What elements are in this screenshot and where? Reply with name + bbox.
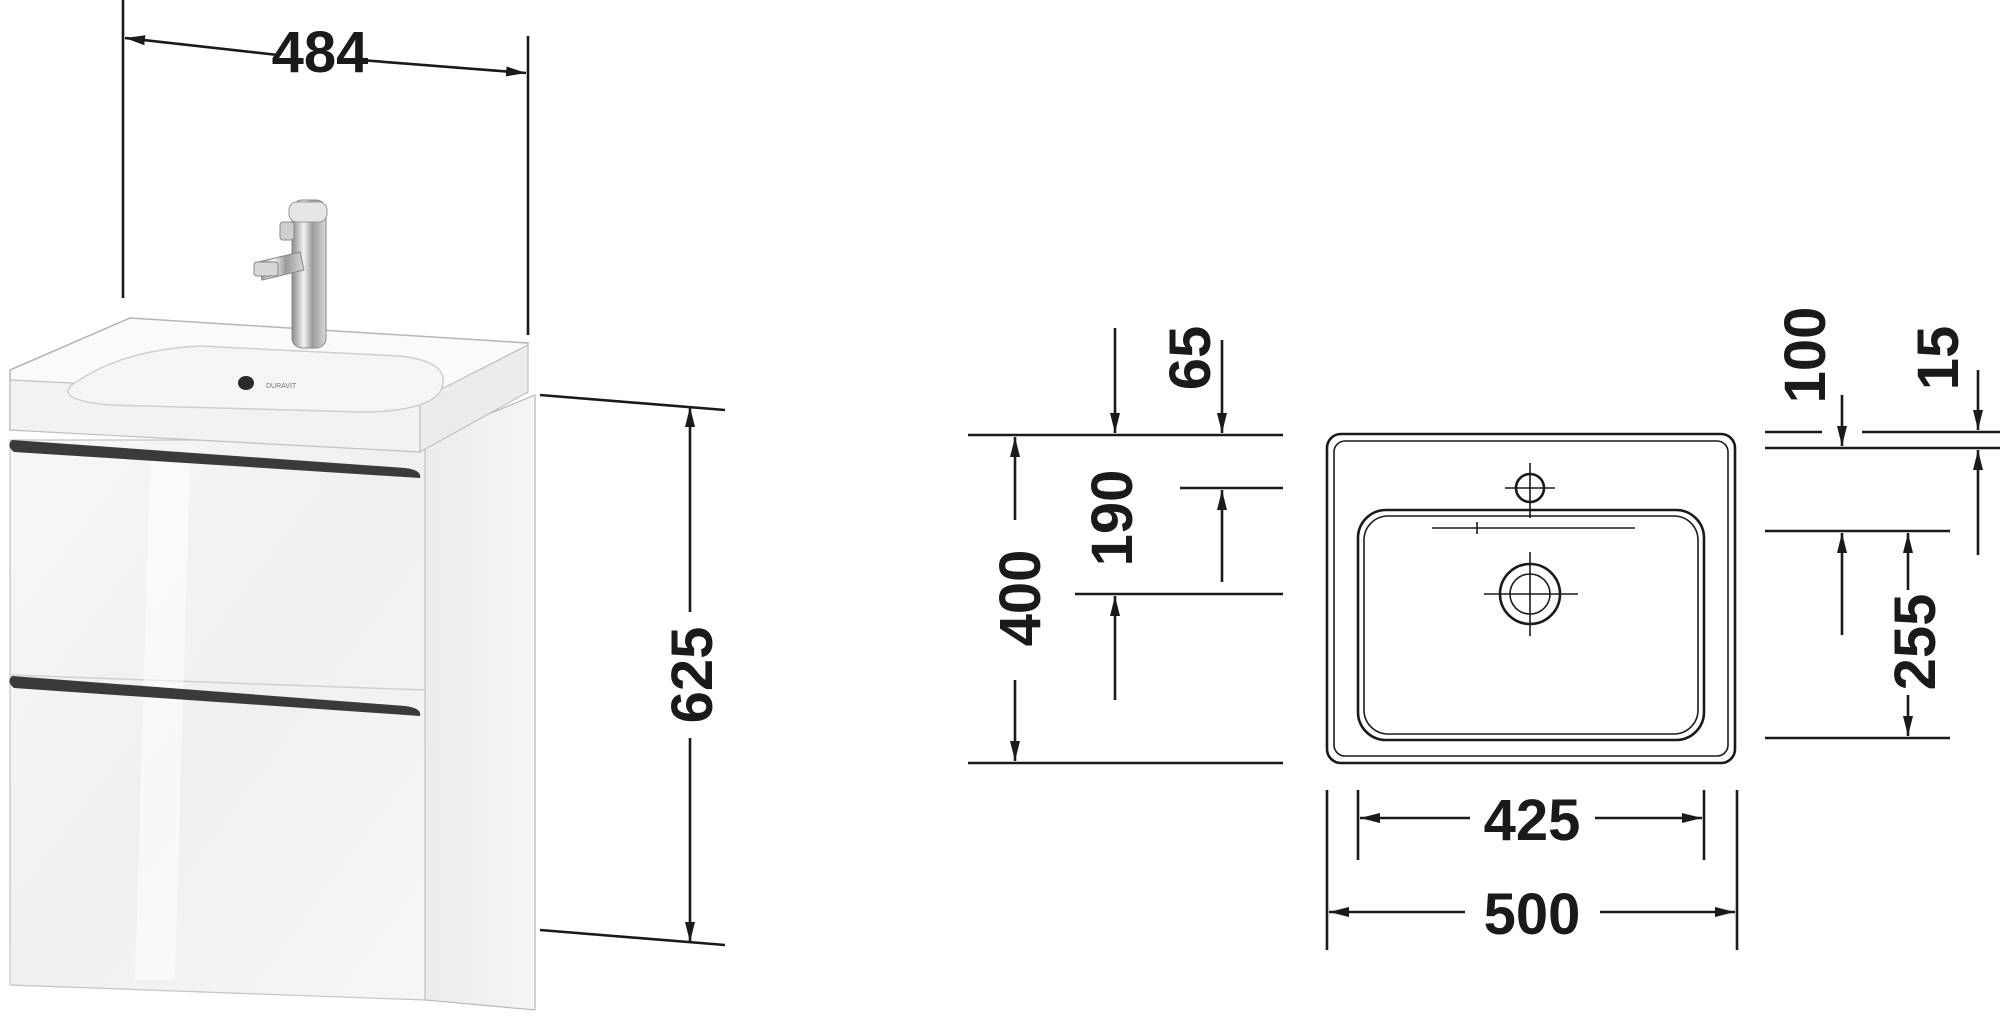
overflow-hole [238, 376, 254, 390]
extension-line-top [539, 393, 726, 412]
dimension-depth-400: 400 [988, 437, 1053, 761]
dimension-width-484: 484 [121, 0, 530, 335]
drawer-handle-top [9, 440, 421, 478]
basin-plan-view: 65 190 400 425 500 [968, 307, 2000, 950]
bowl-inner-outline [1363, 515, 1699, 735]
drain [1484, 552, 1578, 636]
gloss-highlight [135, 460, 190, 980]
dimension-height-625: 625 [539, 393, 726, 947]
bowl-outline [1356, 508, 1706, 742]
drawer-handle-bottom [9, 676, 421, 716]
cabinet-front [9, 439, 426, 1001]
dimension-label-65: 65 [1158, 326, 1223, 391]
dimension-label-255: 255 [1883, 594, 1948, 691]
dimension-label-425: 425 [1484, 788, 1581, 853]
cabinet-view: 484 DURAVIT [9, 0, 726, 1011]
cabinet-side-panel [424, 394, 536, 1011]
dimension-drain-190: 190 [1080, 470, 1227, 700]
basin-outer-outline [1325, 432, 1737, 765]
dimension-bowl-depth-255: 255 [1883, 533, 1948, 736]
dimension-tap-hole-65: 65 [1110, 326, 1227, 433]
dimension-label-width: 484 [272, 20, 369, 85]
dimension-bowl-offset-100: 100 [1773, 307, 1847, 635]
dimension-label-100: 100 [1773, 307, 1838, 404]
dimension-rim-15: 15 [1906, 326, 1983, 555]
dimension-label-400: 400 [988, 550, 1053, 647]
basin-bowl [67, 345, 444, 413]
basin-side-edge [419, 344, 529, 454]
faucet [253, 199, 328, 349]
extension-line-bottom [539, 928, 726, 947]
drawer-divider [9, 674, 426, 691]
dimension-inner-width-425: 425 [1360, 788, 1702, 853]
dimension-label-500: 500 [1484, 882, 1581, 947]
dimension-arrow-right [359, 58, 527, 77]
basin-rim-outline [1333, 440, 1729, 757]
brand-logo: DURAVIT [266, 383, 297, 390]
dimension-label-height: 625 [660, 627, 725, 724]
tap-hole [1505, 463, 1555, 518]
dimension-arrow-left [124, 35, 279, 57]
dimension-outer-width-500: 500 [1329, 882, 1735, 947]
dimension-label-190: 190 [1080, 470, 1145, 567]
dimension-label-15: 15 [1906, 326, 1971, 391]
